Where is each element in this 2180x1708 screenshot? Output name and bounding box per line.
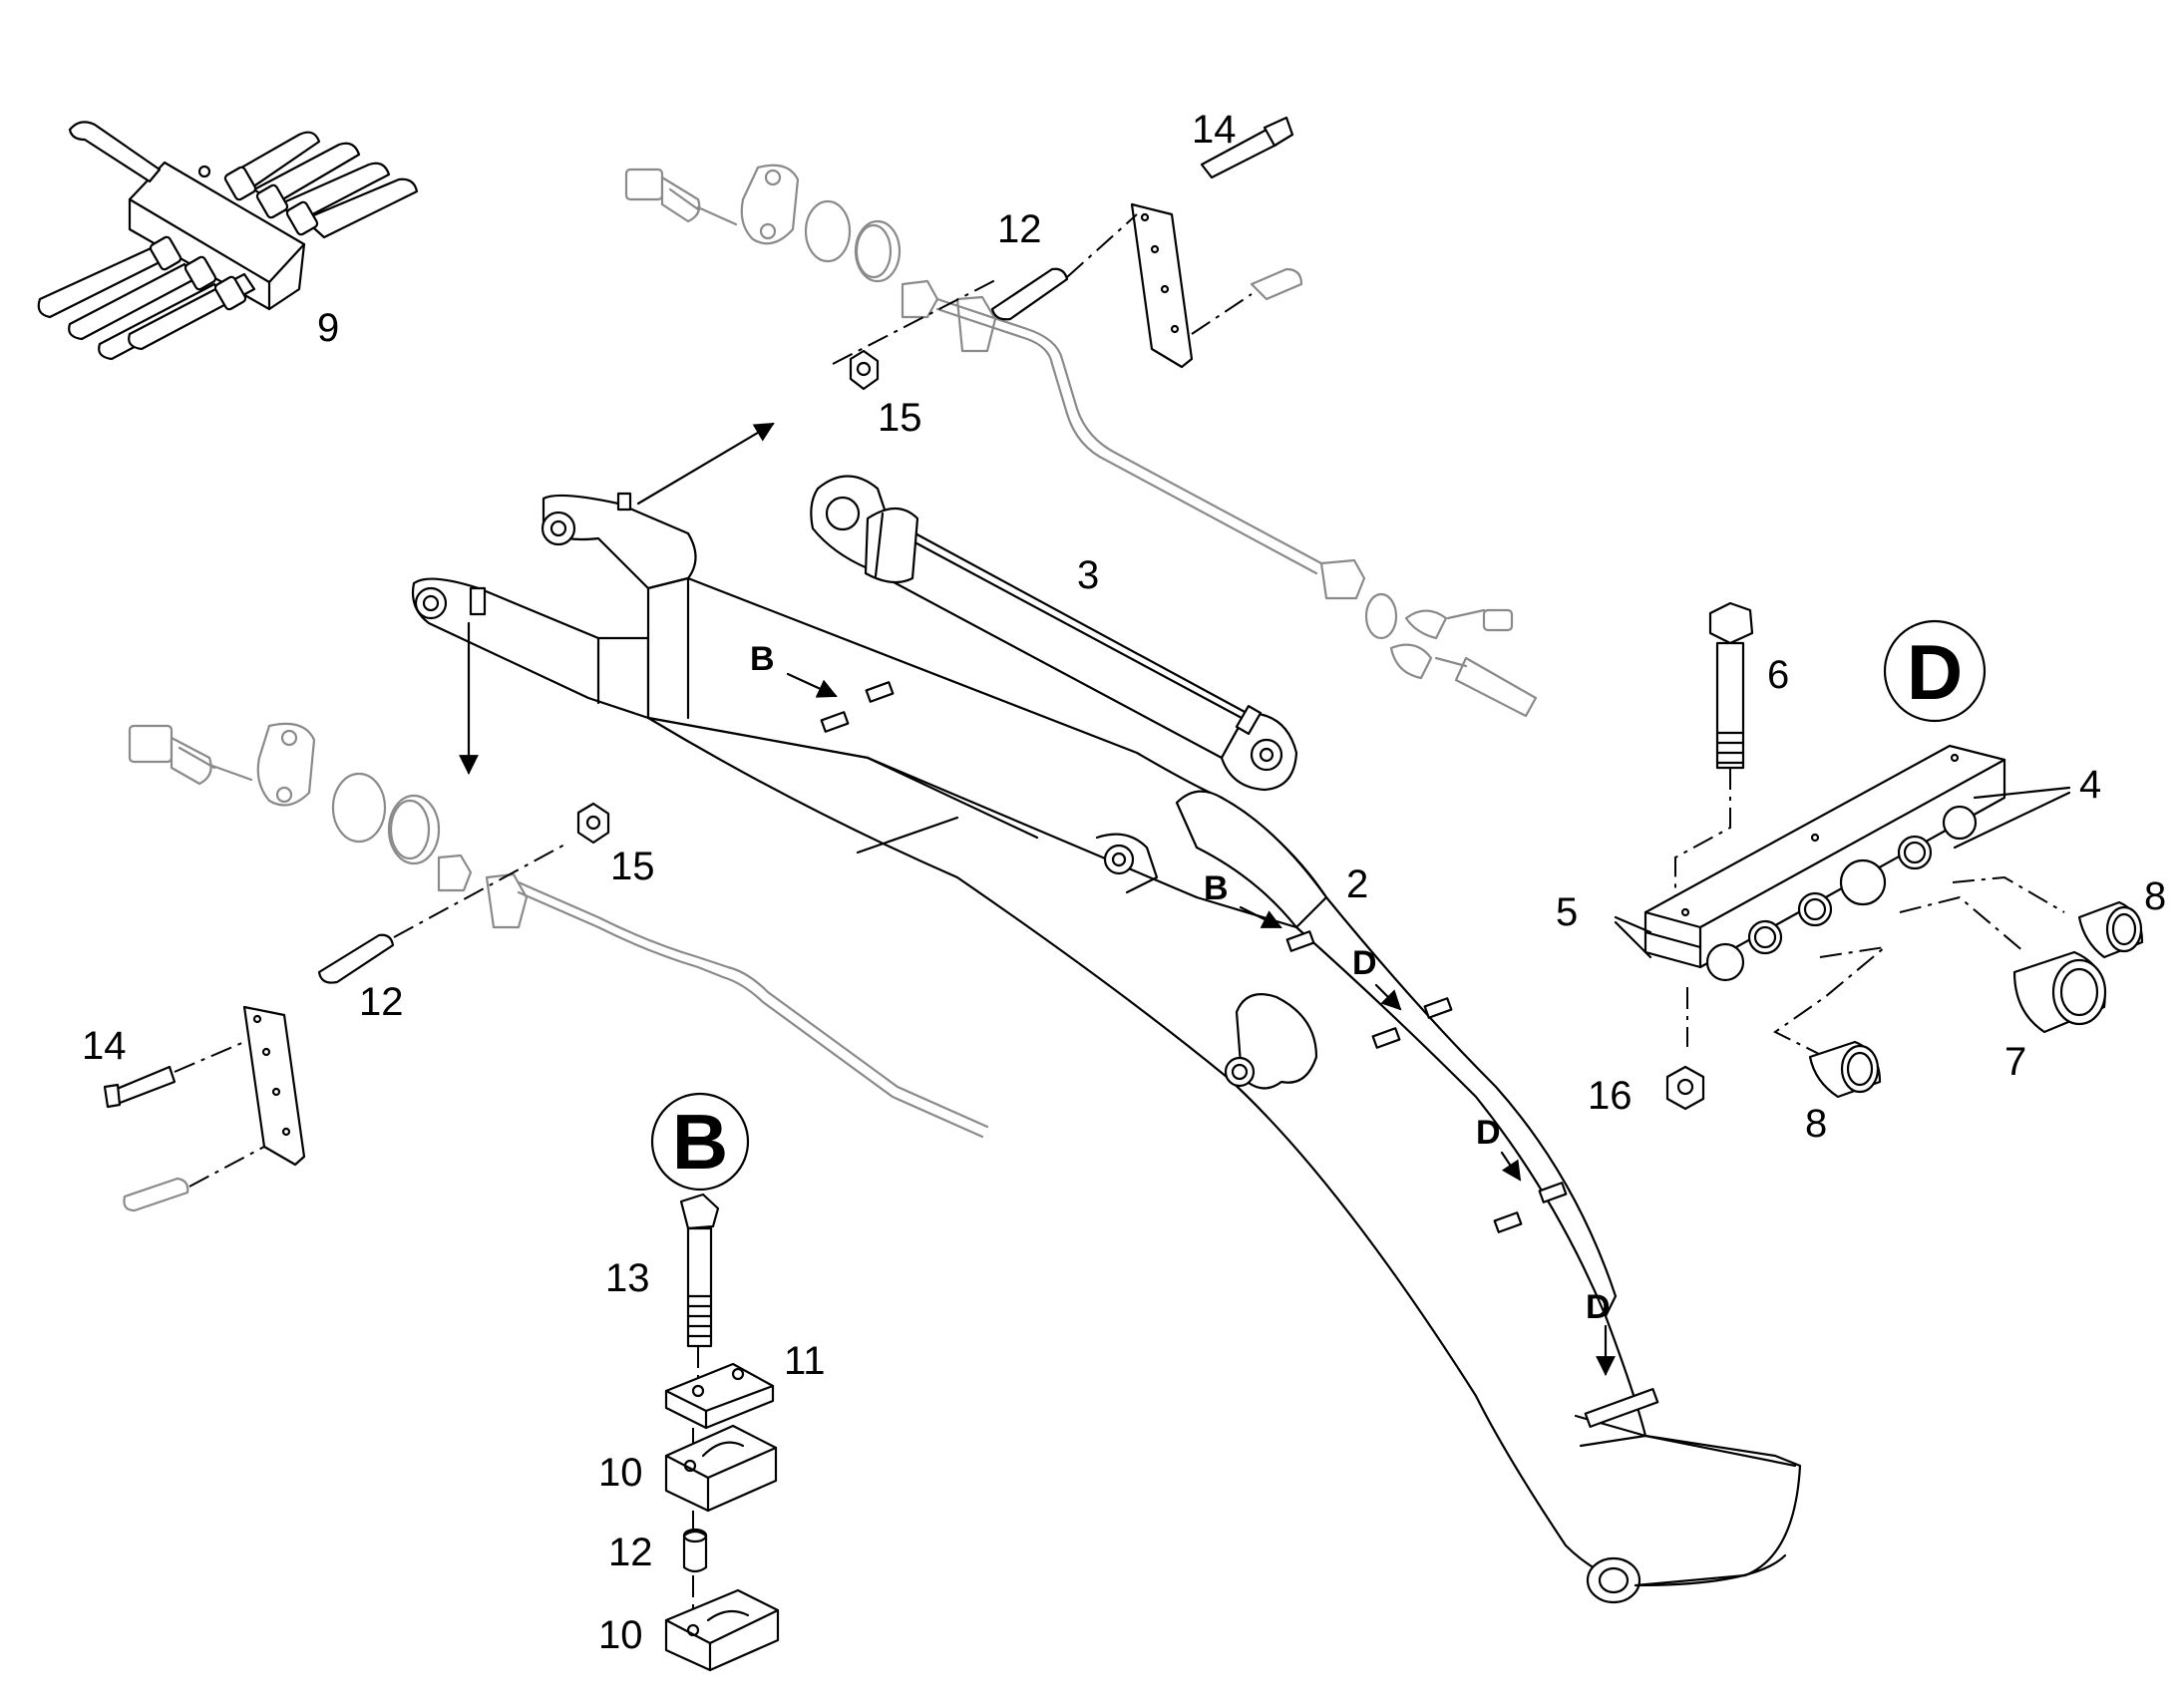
callout-6: 6 <box>1767 653 1789 697</box>
view-letter-d: D <box>1352 944 1377 982</box>
callout-13: 13 <box>605 1256 650 1300</box>
callout-2: 2 <box>1346 862 1368 906</box>
callout-5: 5 <box>1556 890 1578 934</box>
callout-12: 12 <box>997 207 1042 251</box>
view-letter-b: B <box>1204 869 1229 907</box>
arrow-to-upper-assembly <box>636 422 775 506</box>
callout-3: 3 <box>1077 553 1099 597</box>
detail-b-badge <box>650 1092 750 1192</box>
callout-8: 8 <box>1805 1102 1827 1146</box>
callout-9: 9 <box>317 306 339 350</box>
manifold-block <box>37 121 419 361</box>
callout-10: 10 <box>598 1613 643 1657</box>
detail-b: B <box>650 1092 780 1672</box>
callout-15: 15 <box>610 845 655 888</box>
view-letter-d: D <box>1476 1114 1501 1152</box>
view-markers: B B D D D <box>750 640 1616 1376</box>
callout-12: 12 <box>359 980 404 1024</box>
callout-14: 14 <box>82 1024 127 1068</box>
callout-11: 11 <box>784 1339 826 1383</box>
view-letter-d: D <box>1586 1288 1611 1326</box>
callout-14: 14 <box>1192 108 1237 152</box>
callout-7: 7 <box>2004 1040 2026 1084</box>
detail-d-badge <box>1883 619 1987 723</box>
lower-pipe-assembly <box>103 722 989 1212</box>
callout-16: 16 <box>1588 1074 1633 1118</box>
upper-pipe-assembly <box>624 116 1538 718</box>
callout-8: 8 <box>2144 874 2166 918</box>
hydraulic-cylinder <box>810 475 1298 792</box>
callout-12: 12 <box>608 1531 653 1574</box>
callout-15: 15 <box>878 396 922 440</box>
part-callouts: 2 3 4 5 6 7 8 8 9 10 10 11 12 12 12 13 1… <box>82 108 2166 1657</box>
callout-4: 4 <box>2079 763 2101 807</box>
view-letter-b: B <box>750 640 775 678</box>
detail-d-label: D <box>1907 628 1963 716</box>
callout-10: 10 <box>598 1451 643 1495</box>
detail-d: D <box>1614 601 2144 1111</box>
boom-arm <box>411 492 1802 1604</box>
detail-b-label: B <box>672 1098 728 1186</box>
